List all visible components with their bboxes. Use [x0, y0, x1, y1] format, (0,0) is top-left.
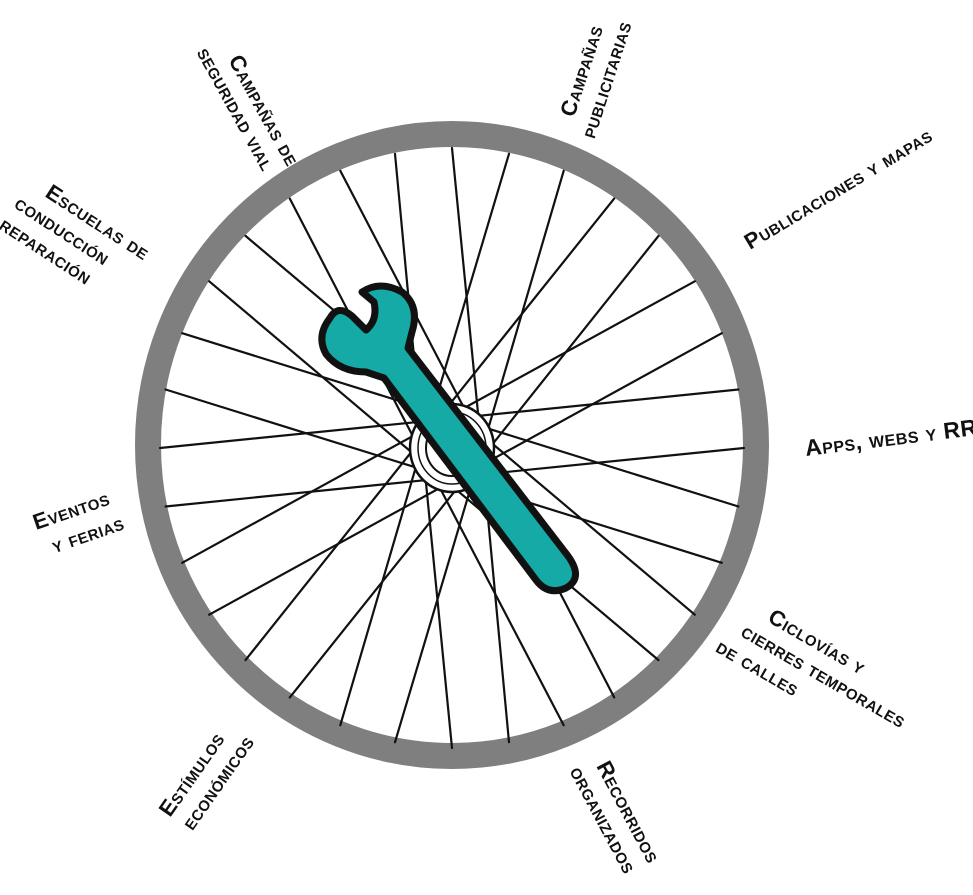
label-ciclovias: Ciclovías y cierres temporales de calles	[712, 589, 924, 756]
label-recorridos: Recorridos organizados	[565, 750, 666, 880]
wrench-icon	[322, 286, 576, 591]
label-estimulos: Estímulos económicos	[154, 715, 260, 835]
label-publicaciones: Publicaciones y mapas	[740, 122, 937, 254]
wheel-spoke	[479, 236, 659, 462]
wheel-spoke	[246, 435, 426, 660]
label-apps-line1: Apps, webs y RRSS	[803, 410, 973, 461]
label-publicaciones-line1: Publicaciones y mapas	[740, 122, 937, 254]
label-apps: Apps, webs y RRSS	[803, 410, 973, 461]
label-seguridad-vial: Campañas de seguridad vial	[192, 31, 305, 182]
label-publicitarias: Campañas publicitarias	[551, 10, 637, 141]
label-escuelas: Escuelas de conducción y reparación	[0, 159, 155, 309]
label-eventos: Eventos y ferias	[29, 483, 127, 561]
